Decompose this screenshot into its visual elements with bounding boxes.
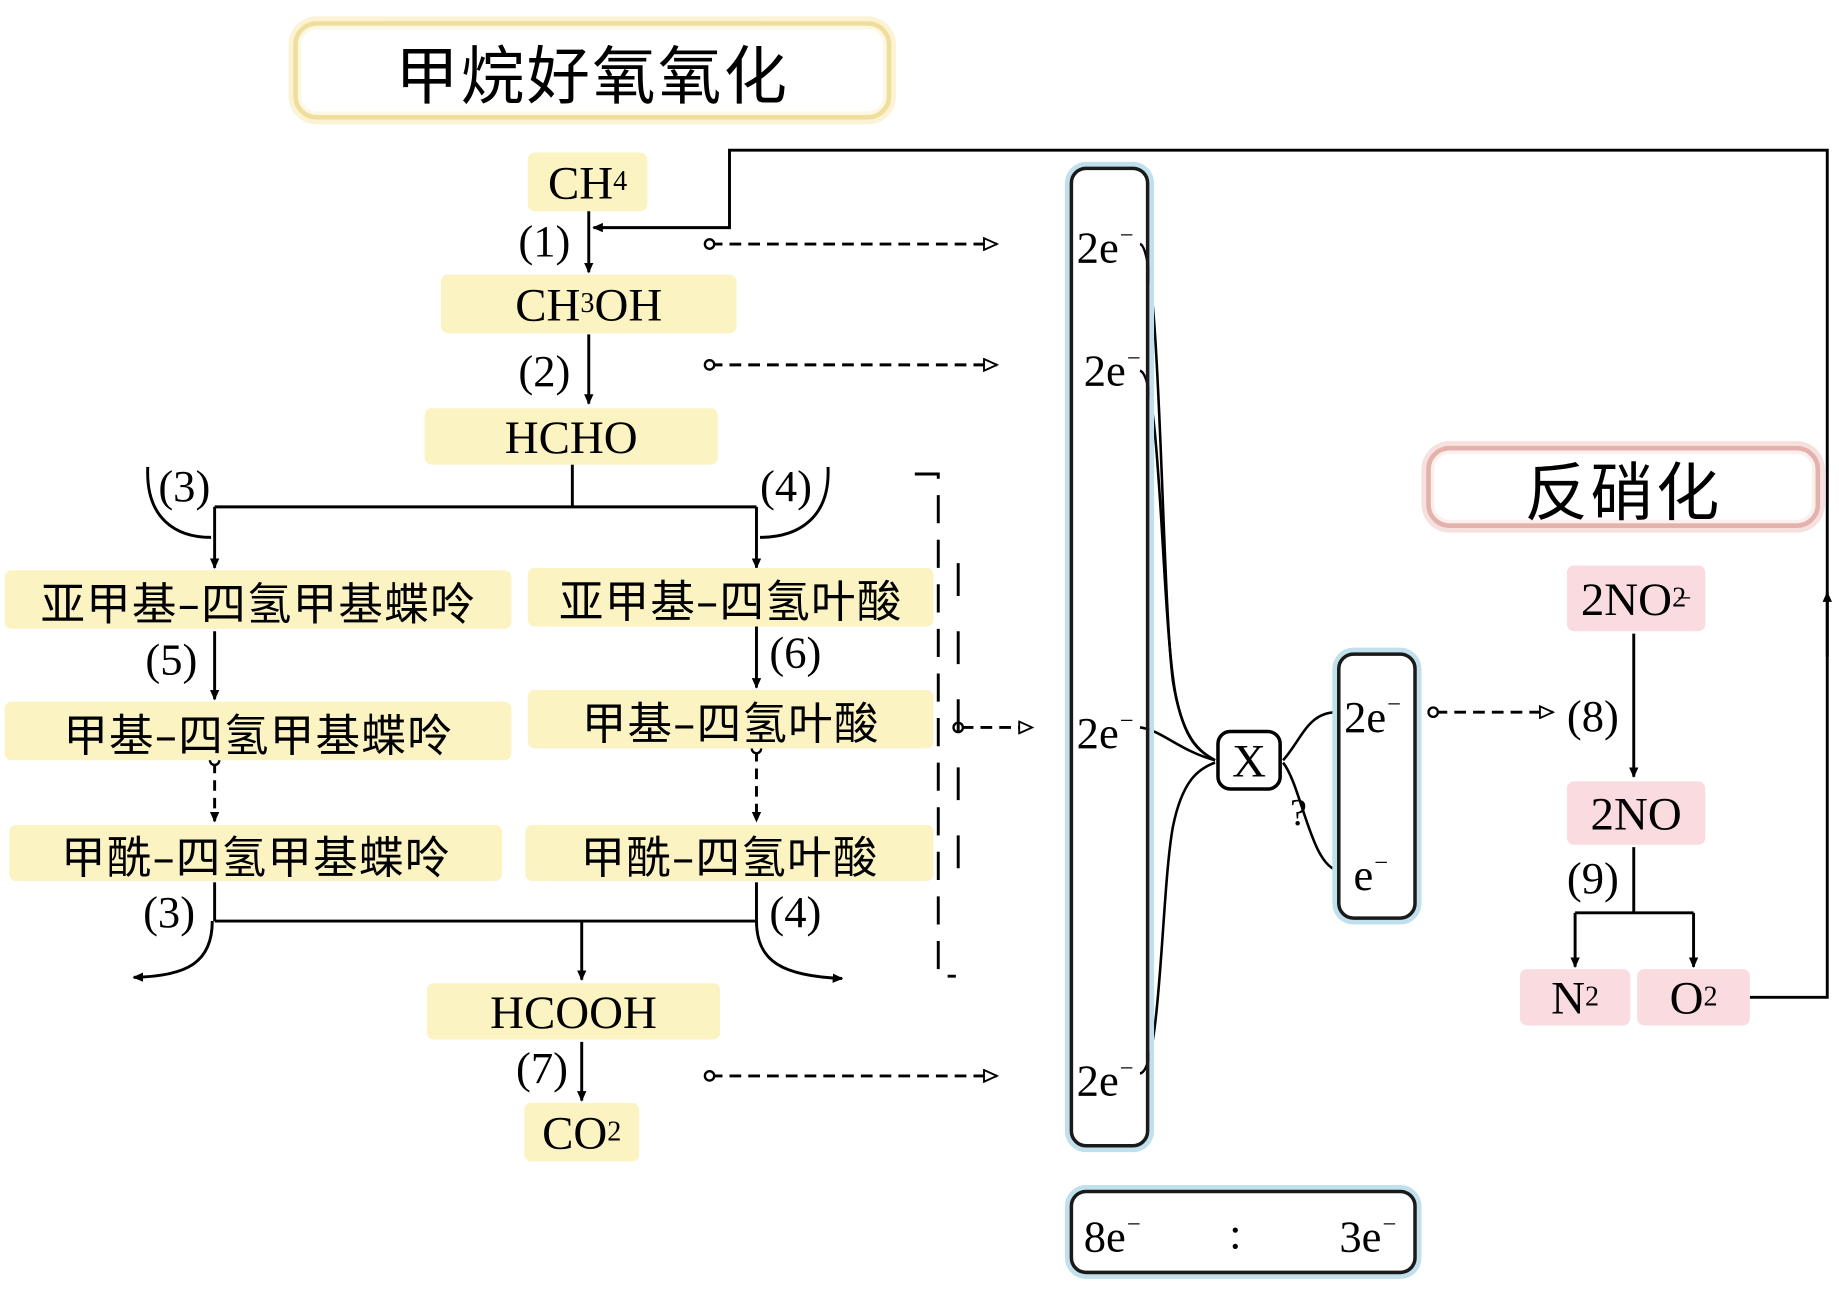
electron-label-2: 2e− — [1083, 343, 1141, 397]
ratio-separator: : — [1229, 1209, 1242, 1259]
x-to-e-curve — [1282, 761, 1340, 872]
label-step-7: (7) — [516, 1044, 569, 1094]
label-step-6: (6) — [769, 628, 822, 679]
convergence-curve-2 — [1139, 369, 1216, 762]
curve-step-3-bottom — [132, 921, 214, 982]
label-step-4-bottom: (4) — [769, 888, 822, 938]
x-to-2e-curve — [1282, 710, 1338, 762]
dashed-bracket — [914, 472, 956, 978]
curve-step-3-top — [146, 466, 212, 539]
label-step-3-top: (3) — [158, 462, 211, 512]
node-formyl-h4mpt: 甲酰–四氢甲基蝶呤 — [9, 824, 502, 883]
header-methane-oxidation: 甲烷好氧氧化 — [293, 21, 892, 120]
ratio-left: 8e− — [1083, 1209, 1141, 1263]
curve-step-4-bottom — [755, 921, 844, 983]
label-step-9: (9) — [1566, 854, 1619, 904]
node-methylene-h4mpt: 亚甲基–四氢甲基蝶呤 — [4, 570, 512, 629]
convergence-curve-3 — [1139, 726, 1216, 762]
electron-label-1: 2e− — [1076, 220, 1134, 274]
question-mark: ? — [1290, 790, 1307, 834]
node-formyl-h4f: 甲酰–四氢叶酸 — [525, 824, 934, 883]
node-2no: 2NO — [1566, 781, 1706, 845]
electron-ratio-box — [1069, 1189, 1417, 1275]
electron-label-3: 2e− — [1076, 706, 1134, 759]
label-step-4-top: (4) — [759, 462, 812, 512]
node-hcooh: HCOOH — [426, 983, 721, 1040]
ratio-right: 3e− — [1339, 1209, 1397, 1263]
electron-output-box — [1337, 652, 1417, 920]
convergence-curve-1 — [1139, 242, 1216, 762]
node-methyl-h4mpt: 甲基–四氢甲基蝶呤 — [4, 701, 512, 761]
label-step-5: (5) — [145, 635, 198, 686]
node-methylene-h4f: 亚甲基–四氢叶酸 — [527, 567, 934, 627]
electron-label-x1: 2e− — [1344, 689, 1402, 743]
curve-step-4-top — [759, 466, 830, 539]
node-x: X — [1216, 729, 1282, 791]
label-step-8: (8) — [1566, 692, 1619, 742]
convergence-curve-4 — [1139, 761, 1216, 1075]
label-step-2: (2) — [518, 347, 571, 397]
node-methyl-h4f: 甲基–四氢叶酸 — [527, 689, 934, 749]
label-step-1: (1) — [518, 217, 571, 267]
o2-feedback-loop — [592, 148, 1829, 999]
label-step-3-bottom: (3) — [143, 888, 196, 938]
electron-label-4: 2e− — [1076, 1053, 1134, 1107]
electron-column-box — [1069, 166, 1150, 1148]
electron-label-x2: e− — [1353, 848, 1389, 901]
node-hcho: HCHO — [424, 408, 718, 465]
header-denitrification: 反硝化 — [1426, 445, 1821, 530]
